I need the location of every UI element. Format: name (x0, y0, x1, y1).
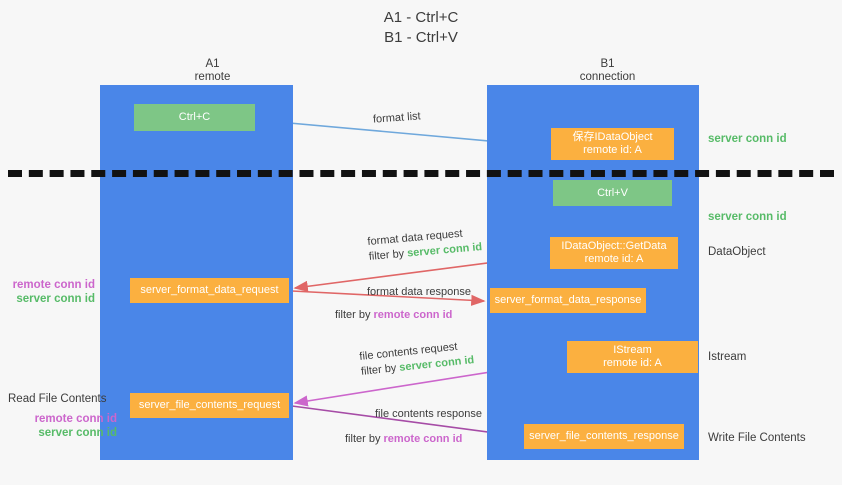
label-dataobject: DataObject (708, 246, 766, 258)
column-header-a1-role: remote (194, 71, 231, 83)
label-server-conn-id-mid: server conn id (708, 211, 787, 223)
node-server-format-data-response[interactable]: server_format_data_response (490, 288, 646, 313)
dashed-divider (8, 170, 834, 177)
label-server-conn-id-2: server conn id (38, 427, 117, 439)
node-server-file-contents-request-label: server_file_contents_request (138, 399, 281, 411)
label-server-conn-id-1: server conn id (16, 293, 95, 305)
annotation-file-contents-response-text: file contents response (375, 408, 483, 420)
label-write-file-contents: Write File Contents (708, 432, 806, 444)
arrow-file-contents-response (291, 405, 520, 440)
node-istream-remoteid: remote id: A (603, 357, 662, 369)
label-istream: Istream (708, 351, 747, 363)
node-server-format-data-response-label: server_format_data_response (494, 294, 642, 306)
annotation-format-data-response-text: format data response (367, 286, 471, 298)
filter-prefix: filter by (368, 247, 408, 263)
filter-prefix: filter by (335, 309, 374, 321)
node-ctrl-v[interactable]: Ctrl+V (553, 180, 672, 206)
arrow-format-data-response (291, 290, 486, 306)
label-remote-conn-id-1: remote conn id (12, 279, 95, 291)
node-server-file-contents-request[interactable]: server_file_contents_request (130, 393, 289, 418)
label-remote-conn-id-2: remote conn id (34, 413, 117, 425)
column-header-b1: B1 connection (510, 58, 705, 84)
label-conn-ids-format: remote conn id server conn id (10, 278, 95, 306)
column-header-b1-role: connection (579, 71, 636, 83)
node-save-idataobject-title: 保存IDataObject (572, 131, 653, 143)
annotation-file-contents-response: file contents response filter by remote … (345, 407, 482, 447)
filter-prefix: filter by (345, 433, 384, 445)
annotation-format-data-response-filter: filter by remote conn id (335, 308, 471, 323)
node-idataobject-getdata-remoteid: remote id: A (584, 253, 644, 265)
node-server-file-contents-response-label: server_file_contents_response (529, 430, 679, 442)
column-header-a1: A1 remote (120, 58, 305, 84)
page-title: A1 - Ctrl+C B1 - Ctrl+V (383, 9, 459, 46)
node-server-format-data-request[interactable]: server_format_data_request (130, 278, 289, 303)
node-ctrl-c-label: Ctrl+C (178, 111, 211, 123)
annotation-format-data-response: format data response filter by remote co… (335, 285, 471, 323)
node-idataobject-getdata-title: IDataObject::GetData (561, 240, 667, 252)
node-server-format-data-request-label: server_format_data_request (140, 284, 279, 296)
filter-prefix: filter by (360, 361, 400, 378)
node-istream[interactable]: IStream remote id: A (567, 341, 698, 373)
filter-value-remote-conn-id: remote conn id (383, 433, 463, 445)
filter-value-remote-conn-id: remote conn id (373, 309, 453, 321)
node-server-file-contents-response[interactable]: server_file_contents_response (524, 424, 684, 449)
column-header-a1-name: A1 (205, 58, 220, 70)
node-idataobject-getdata[interactable]: IDataObject::GetData remote id: A (550, 237, 678, 269)
label-conn-ids-file: remote conn id server conn id (10, 412, 117, 440)
node-ctrl-v-label: Ctrl+V (597, 186, 628, 199)
node-save-idataobject-remoteid: remote id: A (583, 144, 642, 156)
column-header-b1-name: B1 (600, 58, 615, 70)
label-server-conn-id-top: server conn id (708, 133, 787, 145)
annotation-file-contents-response-filter: filter by remote conn id (345, 432, 482, 447)
node-save-idataobject[interactable]: 保存IDataObject remote id: A (551, 128, 674, 160)
node-istream-title: IStream (613, 344, 652, 356)
label-read-file-contents: Read File Contents (8, 393, 107, 405)
node-ctrl-c[interactable]: Ctrl+C (134, 104, 255, 131)
